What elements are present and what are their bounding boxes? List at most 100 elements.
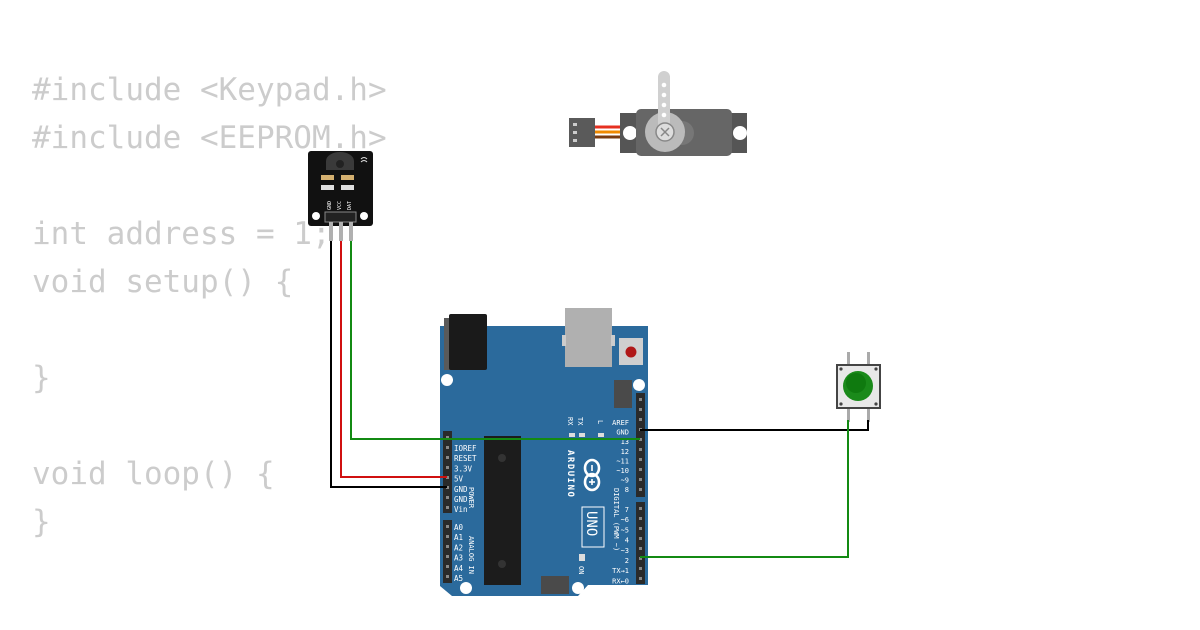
header-pin[interactable] bbox=[639, 418, 642, 421]
smd-component bbox=[321, 175, 334, 180]
servo-motor[interactable] bbox=[569, 71, 747, 156]
wire-ir-vcc[interactable] bbox=[340, 241, 447, 478]
on-led bbox=[579, 554, 585, 561]
header-pin[interactable] bbox=[639, 517, 642, 520]
connector-pin bbox=[573, 131, 577, 134]
header-pin[interactable] bbox=[446, 466, 449, 469]
header-pin[interactable] bbox=[639, 507, 642, 510]
header-pin[interactable] bbox=[446, 575, 449, 578]
chip-marker bbox=[498, 560, 506, 568]
horn-hole bbox=[661, 102, 667, 108]
power-pin-label: RESET bbox=[454, 454, 477, 463]
digital-header-low bbox=[636, 502, 645, 584]
button-corner-dot bbox=[874, 402, 878, 406]
digital-pin-label: 8 bbox=[625, 486, 629, 494]
digital-pin-label: GND bbox=[616, 429, 629, 437]
ir-pin-dat[interactable] bbox=[349, 222, 353, 241]
header-pin[interactable] bbox=[446, 555, 449, 558]
wire-ir-signal[interactable] bbox=[350, 241, 640, 440]
digital-pin-label: ~6 bbox=[621, 516, 629, 524]
header-pin[interactable] bbox=[446, 496, 449, 499]
header-pin[interactable] bbox=[639, 408, 642, 411]
mount-hole bbox=[623, 126, 637, 140]
servo-horn[interactable] bbox=[658, 71, 670, 132]
header-pin[interactable] bbox=[639, 537, 642, 540]
power-pin-label: GND bbox=[454, 485, 468, 494]
analog-pin-label: A2 bbox=[454, 543, 463, 552]
code-line: void setup() { bbox=[32, 264, 294, 300]
header-pin[interactable] bbox=[639, 557, 642, 560]
servo-connector bbox=[569, 118, 595, 147]
infinity-logo-icon bbox=[583, 458, 601, 492]
header-pin[interactable] bbox=[446, 436, 449, 439]
header-pin[interactable] bbox=[639, 458, 642, 461]
ir-pin-vcc[interactable] bbox=[339, 222, 343, 241]
connector-pin bbox=[573, 139, 577, 142]
header-pin[interactable] bbox=[639, 577, 642, 580]
ir-pin-label: DAT bbox=[347, 201, 353, 210]
power-header-title: POWER bbox=[467, 487, 475, 509]
header-pin[interactable] bbox=[639, 468, 642, 471]
digital-pin-label: 4 bbox=[625, 537, 629, 545]
arduino-logo-text: ARDUINO bbox=[565, 450, 575, 498]
header-pin[interactable] bbox=[639, 478, 642, 481]
ir-pin-gnd[interactable] bbox=[329, 222, 333, 241]
digital-pin-label: 2 bbox=[625, 557, 629, 565]
analog-header-title: ANALOG IN bbox=[467, 536, 475, 574]
header-pin[interactable] bbox=[446, 476, 449, 479]
header-pin[interactable] bbox=[446, 486, 449, 489]
digital-header-title: DIGITAL (PWM ~) bbox=[612, 488, 620, 551]
code-line: } bbox=[32, 504, 51, 540]
wire-button-signal[interactable] bbox=[640, 420, 849, 558]
mount-hole bbox=[733, 126, 747, 140]
analog-header bbox=[443, 520, 452, 583]
header-pin[interactable] bbox=[446, 565, 449, 568]
mount-hole bbox=[441, 374, 453, 386]
horn-hole bbox=[661, 92, 667, 98]
digital-header-high bbox=[636, 393, 645, 497]
header-pin[interactable] bbox=[446, 456, 449, 459]
usb-tab bbox=[562, 335, 566, 346]
mount-hole bbox=[633, 379, 645, 391]
header-pin[interactable] bbox=[639, 438, 642, 441]
digital-pin-label: RX←0 bbox=[612, 577, 629, 585]
wire-ir-gnd[interactable] bbox=[330, 241, 447, 488]
ir-receiver-module[interactable]: GND VCC DAT bbox=[308, 151, 373, 241]
smd-component bbox=[341, 185, 354, 190]
reset-button-cap[interactable] bbox=[625, 346, 637, 358]
digital-pin-label: ~11 bbox=[616, 457, 629, 465]
digital-pin-label: ~5 bbox=[621, 526, 629, 534]
mount-hole bbox=[572, 582, 584, 594]
button-corner-dot bbox=[839, 402, 843, 406]
header-pin[interactable] bbox=[639, 398, 642, 401]
header-pin[interactable] bbox=[446, 545, 449, 548]
mount-hole bbox=[460, 582, 472, 594]
rx-led bbox=[569, 433, 575, 437]
header-pin[interactable] bbox=[639, 547, 642, 550]
wires bbox=[330, 241, 869, 558]
header-pin[interactable] bbox=[639, 448, 642, 451]
on-label: ON bbox=[577, 566, 585, 574]
button-leg bbox=[847, 408, 850, 422]
icsp-header-top bbox=[614, 380, 632, 408]
push-button[interactable] bbox=[836, 352, 881, 422]
smd-component bbox=[341, 175, 354, 180]
uno-model-text: UNO bbox=[583, 511, 599, 536]
connector-pin bbox=[573, 123, 577, 126]
header-pin[interactable] bbox=[639, 527, 642, 530]
header-pin[interactable] bbox=[446, 506, 449, 509]
code-line: void loop() { bbox=[32, 456, 275, 492]
mount-hole bbox=[312, 212, 320, 220]
wire-button-gnd[interactable] bbox=[640, 420, 869, 431]
header-pin[interactable] bbox=[446, 525, 449, 528]
header-pin[interactable] bbox=[446, 535, 449, 538]
digital-pin-label: TX→1 bbox=[612, 567, 629, 575]
header-pin[interactable] bbox=[446, 446, 449, 449]
header-pin[interactable] bbox=[639, 567, 642, 570]
header-pin[interactable] bbox=[639, 488, 642, 491]
power-pin-label: GND bbox=[454, 495, 468, 504]
tx-label: TX bbox=[576, 417, 584, 426]
